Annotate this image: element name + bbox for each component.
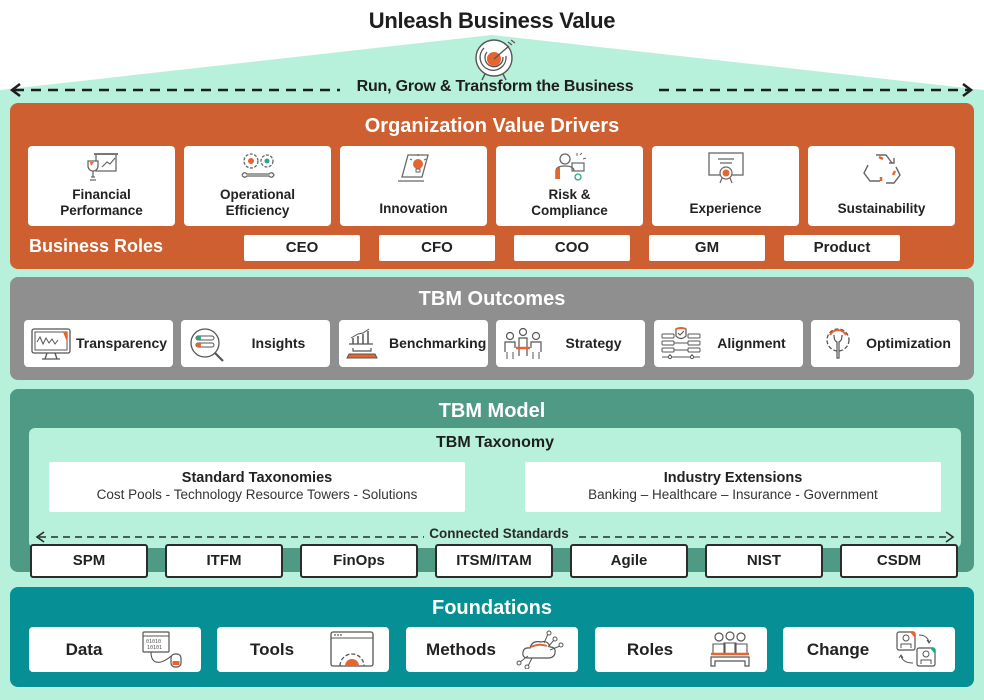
trophy-chart-icon [86,153,118,181]
diagram-title: Unleash Business Value [368,8,616,33]
foundation-roles[interactable]: Roles [595,627,767,672]
outcome-optimization[interactable]: Optimization [811,320,960,367]
driver-label-line2: Efficiency [225,203,290,218]
outcome-label: Optimization [866,335,951,351]
outcome-alignment[interactable]: Alignment [654,320,803,367]
driver-label-line2: Performance [60,203,143,218]
certificate-badge-icon [707,152,744,184]
run-arrow-left [10,83,340,97]
driver-label-line2: Compliance [531,203,608,218]
outcomes-section: TBM Outcomes Transparency Insights [10,277,974,380]
standard-csdm[interactable]: CSDM [840,544,958,578]
value-drivers-title: Organization Value Drivers [364,115,620,137]
person-certificate-icon [554,152,586,181]
outcome-label: Strategy [565,335,622,351]
monitor-chart-icon [31,328,71,360]
industry-extensions-detail: Banking – Healthcare – Insurance - Gover… [588,487,878,502]
standard-nist[interactable]: NIST [705,544,823,578]
outcome-label: Transparency [75,335,168,351]
standard-finops[interactable]: FinOps [300,544,418,578]
svg-text:01010: 01010 [146,639,161,645]
outcome-strategy[interactable]: Strategy [496,320,645,367]
gears-wrench-icon [240,153,275,178]
driver-label-line1: Financial [72,187,131,202]
foundation-methods[interactable]: Methods [406,627,578,672]
foundation-change[interactable]: Change [783,627,955,672]
run-arrow-right [659,83,974,97]
outcome-label: Benchmarking [389,335,487,351]
outcome-label: Insights [251,335,306,351]
outcome-transparency[interactable]: Transparency [24,320,173,367]
role-product[interactable]: Product [784,235,900,261]
foundation-label: Methods [426,640,496,659]
swap-users-icon [896,631,936,667]
outcome-insights[interactable]: Insights [181,320,330,367]
driver-innovation[interactable]: Innovation [340,146,487,226]
standard-itsm-itam[interactable]: ITSM/ITAM [435,544,553,578]
standard-spm[interactable]: SPM [30,544,148,578]
industry-extensions-title: Industry Extensions [663,470,803,486]
driver-label-line1: Experience [689,201,762,216]
foundation-label: Change [806,640,870,659]
gear-wrench-icon [826,328,850,359]
people-meeting-icon [504,327,542,359]
outcome-benchmarking[interactable]: Benchmarking [339,320,488,367]
business-roles-label: Business Roles [29,236,164,256]
tbm-taxonomy-title: TBM Taxonomy [436,434,554,451]
outcome-label: Alignment [717,335,786,351]
tbm-model-title: TBM Model [438,400,546,422]
bar-chart-platform-icon [346,328,378,359]
standard-itfm[interactable]: ITFM [165,544,283,578]
driver-label-line1: Innovation [379,201,448,216]
role-ceo[interactable]: CEO [244,235,360,261]
foundation-data[interactable]: Data 01010 10101 [29,627,201,672]
foundation-tools[interactable]: Tools [217,627,389,672]
driver-experience[interactable]: Experience [652,146,799,226]
driver-label-line1: Sustainability [837,201,926,216]
tbm-model-section: TBM Model TBM Taxonomy Standard Taxonomi… [10,389,974,572]
target-icon [475,39,516,81]
magnifier-list-icon [190,328,224,362]
shield-network-icon [661,327,701,360]
role-cfo[interactable]: CFO [379,235,495,261]
foundation-label: Data [65,640,103,659]
role-gm[interactable]: GM [649,235,765,261]
lightbulb-laptop-icon [397,154,429,182]
driver-label-line1: Risk & [548,187,591,202]
driver-risk-compliance[interactable]: Risk &Compliance [496,146,643,226]
team-podium-icon [710,631,750,667]
foundations-section: Foundations Data 01010 10101 Tools Metho… [10,587,974,687]
role-coo[interactable]: COO [514,235,630,261]
binary-mouse-icon: 01010 10101 [142,631,182,668]
driver-label-line1: Operational [219,187,295,202]
industry-extensions-box[interactable]: Industry Extensions Banking – Healthcare… [525,462,941,512]
driver-sustainability[interactable]: Sustainability [808,146,955,226]
run-grow-transform-label: Run, Grow & Transform the Business [356,78,634,95]
standard-taxonomies-box[interactable]: Standard Taxonomies Cost Pools - Technol… [49,462,465,512]
browser-gear-icon [330,631,374,667]
outcomes-title: TBM Outcomes [418,288,566,310]
svg-text:10101: 10101 [147,645,162,651]
foundations-title: Foundations [432,597,552,619]
standard-taxonomies-title: Standard Taxonomies [181,470,333,486]
tbm-taxonomy-panel: TBM Taxonomy Standard Taxonomies Cost Po… [29,428,961,548]
standard-agile[interactable]: Agile [570,544,688,578]
foundation-label: Tools [249,640,295,659]
cloud-network-icon [516,630,564,669]
recycle-icon [862,154,901,184]
standard-taxonomies-detail: Cost Pools - Technology Resource Towers … [96,487,418,502]
connected-standards-label: Connected Standards [424,526,574,541]
foundation-label: Roles [626,640,674,659]
